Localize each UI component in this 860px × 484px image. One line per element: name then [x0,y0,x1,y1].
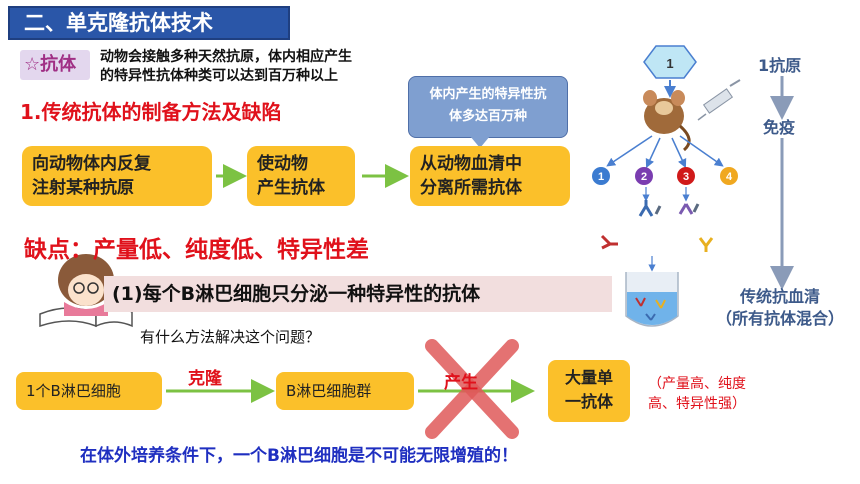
antibody-icon-2 [678,203,700,215]
antigen-cell-icon: 1 [643,45,697,79]
monoclonal-box: 大量单 一抗体 [548,360,630,422]
intro-line-1: 动物会接触多种天然抗原，体内相应产生 [100,49,352,65]
branch-arrow-2 [645,137,661,169]
serum-line-1: 传统抗血清 [740,287,821,306]
right-antigen-label: 1抗原 [758,56,802,75]
step-3-line-1: 从动物血清中 [420,154,522,174]
conclusion-text: 在体外培养条件下，一个B淋巴细胞是不可能无限增殖的！ [80,446,518,466]
bubble-line-2: 体多达百万种 [448,109,527,124]
cell-group-box: B淋巴细胞群 [276,372,414,410]
antibody-icon-1 [638,200,662,217]
girl-reading-icon [39,254,133,328]
clone-label: 克隆 [188,369,222,389]
intro-text: 动物会接触多种天然抗原，体内相应产生 的特异性抗体种类可以达到百万种以上 [100,48,352,86]
test-tube-icon [625,272,679,327]
produce-label: 产生 [444,373,478,393]
branch-arrow-1 [606,135,653,167]
antibody-label: ☆抗体 [20,50,90,80]
step-3-line-2: 分离所需抗体 [420,178,522,198]
mono-line-1: 大量单 [564,368,613,387]
b-cell-3-number: 3 [683,171,689,183]
antibody-icon-4 [698,237,714,252]
serum-line-2: （所有抗体混合） [716,309,845,328]
mouse-icon [643,90,691,152]
step-2-line-1: 使动物 [257,154,308,174]
b-cell-2-number: 2 [641,171,647,183]
bubble-line-1: 体内产生的特异性抗 [429,87,547,102]
cross-mark-icon [425,339,519,439]
syringe-icon [697,79,741,121]
b-cell-2-icon: 2 [635,167,653,185]
step-2-line-2: 产生抗体 [257,178,325,198]
branch-arrow-3 [671,137,687,169]
note-line-1: （产量高、纯度 [648,376,746,392]
speech-bubble: 体内产生的特异性抗 体多达百万种 [408,76,568,138]
step-1-line-1: 向动物体内反复 [32,154,151,174]
step-box-separate: 从动物血清中 分离所需抗体 [410,146,570,206]
b-cell-1-number: 1 [598,171,604,183]
step-box-produce: 使动物 产生抗体 [247,146,355,206]
slide-title: 二、单克隆抗体技术 [8,6,290,40]
speech-bubble-tail [470,136,490,148]
intro-line-2: 的特异性抗体种类可以达到百万种以上 [100,68,338,84]
step-1-line-2: 注射某种抗原 [32,178,134,198]
b-cell-4-number: 4 [726,171,733,183]
step-box-inject: 向动物体内反复 注射某种抗原 [22,146,212,206]
note-line-2: 高、特异性强） [648,396,746,412]
branch-arrow-4 [679,135,724,167]
right-serum-label: 传统抗血清 （所有抗体混合） [716,286,844,330]
point-one-bar: (1)每个B淋巴细胞只分泌一种特异性的抗体 [104,276,612,312]
antibody-icon-3 [600,234,618,250]
b-cell-4-icon: 4 [720,167,738,185]
question-text: 有什么方法解决这个问题？ [140,328,321,346]
advantage-note: （产量高、纯度 高、特异性强） [648,374,746,414]
section-heading: 1.传统抗体的制备方法及缺陷 [20,100,282,124]
right-immune-label: 免疫 [763,118,796,137]
mono-line-2: 一抗体 [564,392,613,411]
weakness-text: 缺点：产量低、纯度低、特异性差 [24,237,369,263]
b-cell-1-icon: 1 [592,167,610,185]
antigen-number: 1 [666,56,673,71]
b-cell-3-icon: 3 [677,167,695,185]
single-cell-box: 1个B淋巴细胞 [16,372,162,410]
